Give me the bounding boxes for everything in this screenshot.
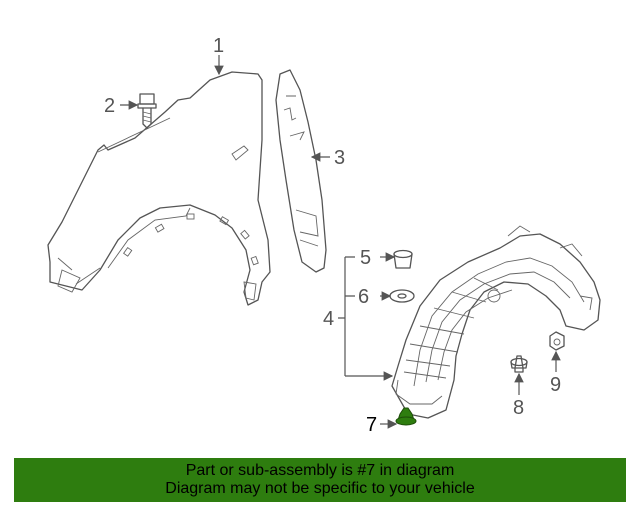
washer-drawing[interactable]: [389, 289, 415, 303]
callout-9: 9: [550, 374, 561, 396]
leader-lines: [120, 55, 561, 429]
part-7-fastener-highlighted[interactable]: [395, 407, 417, 426]
wheel-liner-drawing[interactable]: [391, 225, 601, 419]
callout-1: 1: [213, 35, 224, 57]
callout-5: 5: [360, 247, 371, 269]
banner-line-2: Diagram may not be specific to your vehi…: [165, 480, 475, 497]
callout-7: 7: [366, 414, 377, 436]
callout-4: 4: [323, 308, 334, 330]
fender-drawing[interactable]: [47, 71, 271, 306]
callout-3: 3: [334, 147, 345, 169]
callout-2: 2: [104, 95, 115, 117]
callout-8: 8: [513, 397, 524, 419]
clip-drawing[interactable]: [393, 249, 413, 269]
nut-drawing[interactable]: [549, 331, 565, 351]
callout-6: 6: [358, 286, 369, 308]
banner-line-1: Part or sub-assembly is #7 in diagram: [185, 462, 455, 479]
parts-diagram: 1 2 3 4 5 6 7 8 9: [47, 35, 601, 436]
bolt-drawing[interactable]: [137, 93, 157, 129]
screw-drawing[interactable]: [510, 355, 528, 373]
info-banner: Part or sub-assembly is #7 in diagram Di…: [14, 458, 626, 502]
fender-seal-drawing[interactable]: [275, 69, 327, 273]
